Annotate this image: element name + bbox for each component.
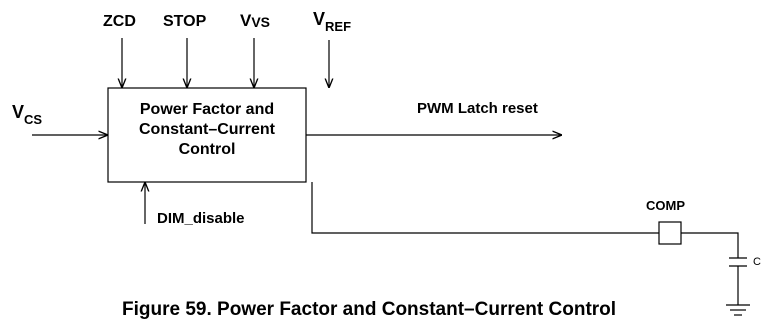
dim-disable-label: DIM_disable bbox=[157, 210, 245, 227]
vref-label-sub: REF bbox=[325, 19, 352, 34]
comp-to-cap-wire bbox=[681, 232, 739, 258]
comp-wire bbox=[311, 182, 659, 234]
comp-pin bbox=[658, 221, 682, 245]
capacitor-label: C bbox=[753, 256, 761, 268]
vvs-label-sub: VS bbox=[251, 14, 271, 30]
zcd-label: ZCD bbox=[103, 13, 136, 30]
vvs-label: VVS bbox=[240, 12, 270, 29]
vcs-label: VCS bbox=[12, 102, 42, 126]
vcs-label-main: V bbox=[12, 102, 25, 122]
comp-label: COMP bbox=[646, 198, 685, 213]
figure-caption: Figure 59. Power Factor and Constant–Cur… bbox=[122, 299, 617, 320]
vvs-label-main: V bbox=[240, 11, 252, 30]
vref-label-main: V bbox=[313, 9, 326, 29]
block-label: Power Factor and Constant–Current Contro… bbox=[108, 100, 306, 160]
block-label-line2: Constant–Current bbox=[138, 121, 275, 138]
block-label-line3: Control bbox=[178, 141, 236, 158]
vref-label: VREF bbox=[313, 9, 351, 33]
vcs-label-sub: CS bbox=[24, 112, 43, 127]
block-label-line1: Power Factor and bbox=[139, 101, 275, 118]
pwm-latch-reset-label: PWM Latch reset bbox=[417, 100, 538, 117]
stop-label: STOP bbox=[163, 13, 207, 30]
